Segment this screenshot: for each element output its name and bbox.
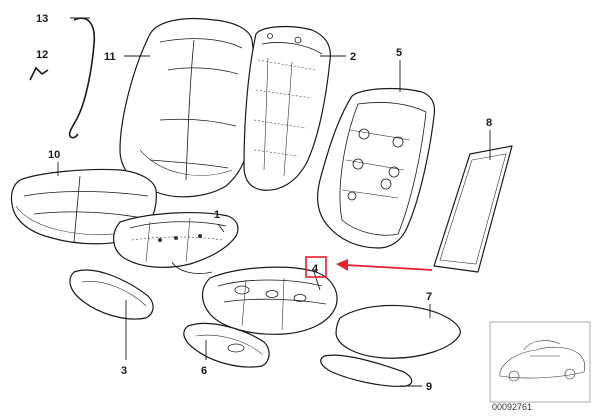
callout-7: 7: [426, 291, 432, 303]
callout-3: 3: [121, 365, 127, 377]
highlight-callout-4: 4: [305, 256, 433, 278]
part-4-seat-pan: [201, 266, 338, 335]
callout-5: 5: [396, 47, 402, 59]
part-5-backrest-panel: [317, 87, 436, 249]
arrow-head-icon: [336, 259, 348, 271]
leader-lines: [57, 17, 491, 387]
callout-11: 11: [104, 51, 116, 63]
part-8-pad: [433, 145, 513, 273]
callout-12: 12: [36, 49, 48, 61]
callout-1: 1: [214, 209, 220, 221]
callout-4: 4: [312, 263, 319, 275]
part-9-strip: [320, 354, 413, 387]
callout-2: 2: [350, 51, 356, 63]
part-11-backrest-cover: [119, 17, 255, 198]
callout-10: 10: [48, 149, 60, 161]
reference-code: 00092761: [492, 402, 532, 412]
part-13-wire: [68, 17, 96, 139]
part-7-board: [335, 304, 461, 359]
callout-8: 8: [486, 117, 492, 129]
part-1-seat-frame: [113, 212, 239, 274]
callout-9: 9: [426, 381, 432, 393]
callout-13: 13: [36, 13, 48, 25]
callout-6: 6: [201, 365, 207, 377]
part-2-backrest-frame: [243, 25, 331, 191]
part-6-bolster: [183, 322, 270, 368]
part-3-front-bolster: [69, 269, 154, 320]
highlight-arrow-line: [345, 264, 433, 271]
highlight-box: [305, 256, 327, 278]
part-12-clip: [29, 66, 49, 81]
car-thumbnail: [489, 321, 591, 403]
